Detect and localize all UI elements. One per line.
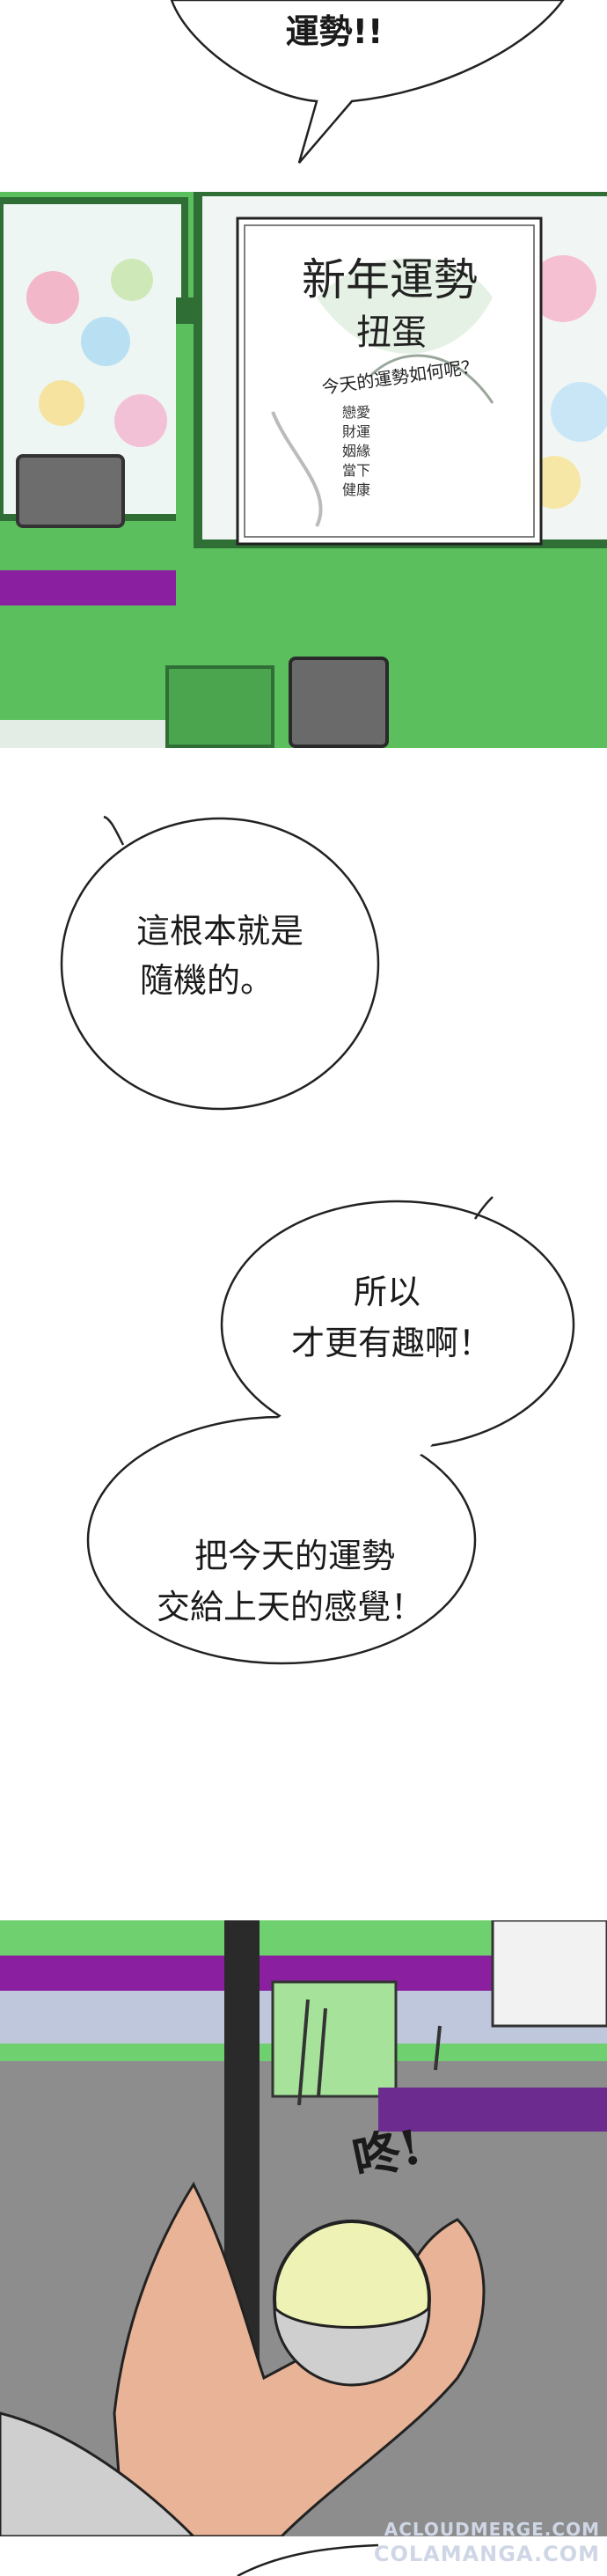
sign-subtitle: 扭蛋 (356, 312, 427, 353)
capsule-hand-art (0, 1920, 607, 2536)
bubble-2-line-1: 所以 (353, 1273, 421, 1311)
bubble-1-line-1: 這根本就是 (135, 912, 304, 950)
gacha-machines-art (0, 192, 607, 748)
watermark-line-2: COLAMANGA.COM (373, 2542, 600, 2566)
capsule-hand-panel: 咚! (0, 1920, 607, 2536)
sign-category-item: 當下 (341, 462, 370, 479)
sign-categories: 戀愛 財運 姻緣 當下 健康 (339, 403, 374, 500)
speech-bubble-1 (60, 815, 380, 1111)
top-speech-bubble (170, 0, 565, 164)
sign-category-item: 姻緣 (341, 443, 370, 459)
gacha-panel: 新年運勢 扭蛋 今天的運勢如何呢？ 戀愛 財運 姻緣 當下 健康 (0, 192, 607, 748)
sign-category-item: 戀愛 (341, 404, 370, 421)
bubble-1-line-2: 隨機的。 (139, 961, 274, 1000)
sign-category-item: 財運 (341, 423, 370, 440)
speech-bubble-2-3 (86, 1196, 575, 1665)
sign-category-item: 健康 (341, 481, 370, 498)
bubble-2-line-2: 才更有趣啊！ (290, 1324, 492, 1362)
watermark-line-1: ACLOUDMERGE.COM (384, 2519, 600, 2540)
bubble-3-line-1: 把今天的運勢 (194, 1537, 395, 1575)
bubble-3-line-2: 交給上天的感覺！ (156, 1588, 424, 1626)
sfx-pop: 咚! (347, 2117, 427, 2188)
bottom-speech-bubble (237, 2543, 379, 2576)
sign-title: 新年運勢 (302, 254, 478, 305)
top-bubble-text: 運勢!! (285, 12, 384, 51)
top-bubble-area: 運勢!! (0, 0, 607, 180)
